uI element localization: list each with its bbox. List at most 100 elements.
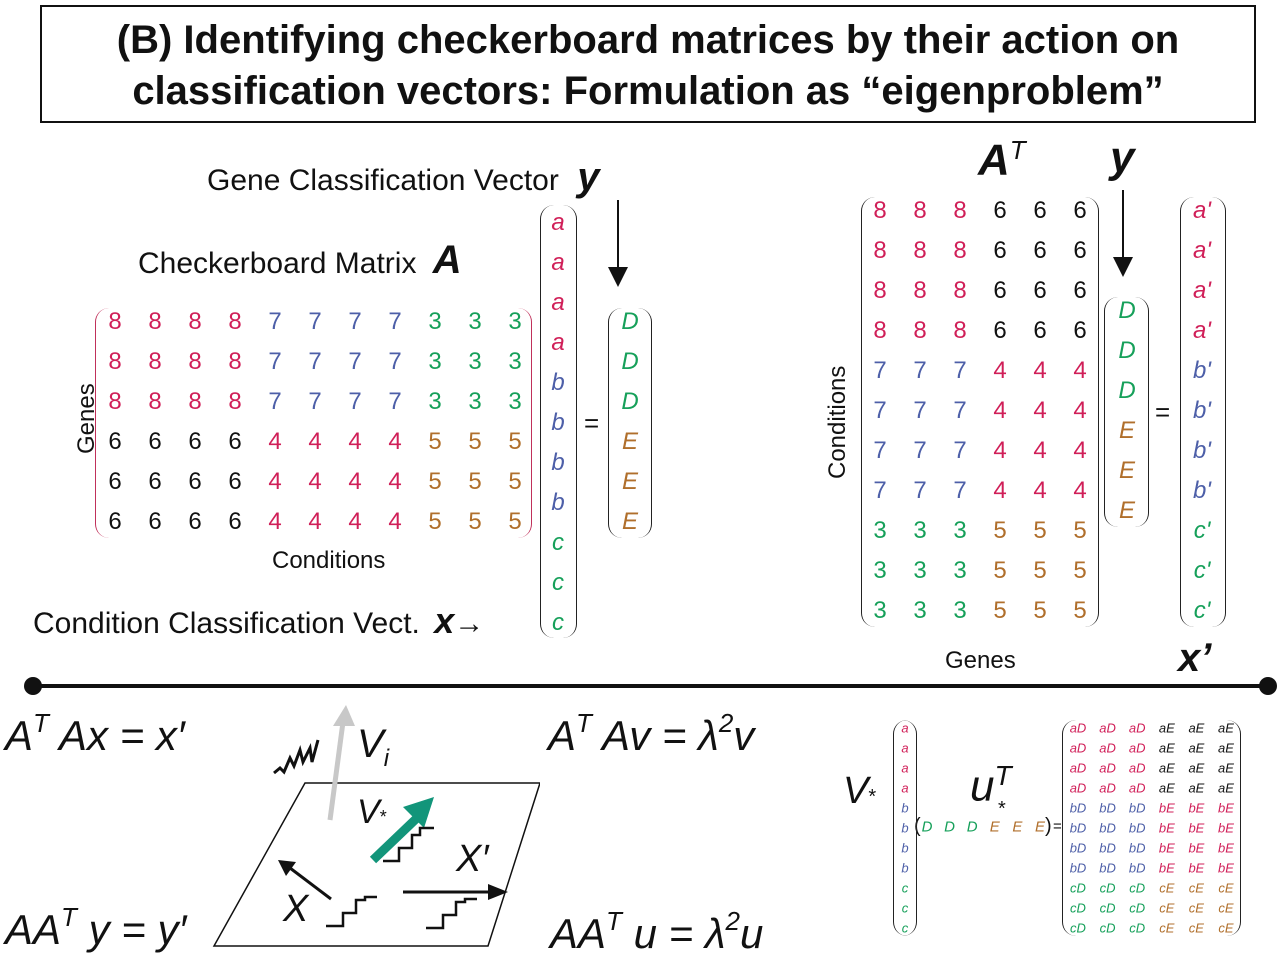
eq4-sup: T: [606, 906, 622, 936]
matrix-at-cell: 8: [953, 197, 967, 224]
matrix-a-cell: 6: [108, 508, 122, 535]
vector-xprime-cell: c': [1193, 557, 1211, 584]
vector-y-cell: D: [621, 348, 639, 375]
matrix-a-cell: 7: [348, 348, 362, 375]
equation-AATu: AAT u = λ2u: [550, 906, 763, 958]
matrix-at-bracket-left: [861, 197, 875, 627]
equals-sign: =: [584, 408, 600, 438]
outer-matrix-cell: bE: [1218, 800, 1234, 816]
matrix-at-cell: 7: [873, 477, 887, 504]
vector-xprime-cell: a': [1193, 197, 1211, 224]
matrix-a-cell: 8: [108, 308, 122, 335]
eq3-sup: T: [576, 708, 592, 738]
vector-y-bracket-right: [638, 308, 652, 538]
outer-matrix-cell: aE: [1158, 720, 1175, 736]
vector-x-bracket-right: [563, 205, 577, 638]
eq4-sup2: 2: [725, 906, 740, 936]
matrix-at-cell: 8: [913, 277, 927, 304]
matrix-a-cell: 3: [428, 388, 442, 415]
outer-v-cell: b: [901, 800, 909, 816]
matrix-a-cell: 6: [228, 508, 242, 535]
matrix-a-cell: 3: [468, 348, 482, 375]
matrix-at-cell: 5: [1073, 517, 1087, 544]
outer-matrix-cell: bD: [1128, 840, 1146, 856]
outer-matrix-cell: cD: [1129, 880, 1146, 896]
outer-u-cell: D: [944, 818, 956, 836]
matrix-at-cell: 8: [873, 317, 887, 344]
matrix-at-cell: 3: [913, 597, 927, 624]
matrix-at-cell: 7: [873, 397, 887, 424]
outer-matrix-cell: bE: [1188, 800, 1205, 816]
vector-xprime-cell: b': [1193, 357, 1211, 384]
outer-v-cell: b: [901, 840, 909, 856]
vector-y-right-cell: E: [1118, 497, 1136, 524]
vector-x-cell: a: [551, 329, 565, 356]
outer-matrix-cell: cE: [1188, 900, 1204, 916]
matrix-at-cell: 4: [1033, 477, 1047, 504]
plane: [212, 782, 540, 947]
vector-x-cell: b: [551, 489, 565, 516]
title-line-2: classification vectors: Formulation as “…: [132, 69, 1164, 113]
vector-x-cell: a: [551, 249, 565, 276]
matrix-a-cell: 7: [348, 388, 362, 415]
matrix-at-cell: 3: [953, 597, 967, 624]
matrix-a-cell: 8: [188, 388, 202, 415]
outer-matrix-cell: bE: [1188, 820, 1205, 836]
vi-label: Vi: [357, 722, 389, 773]
outer-matrix-cell: bE: [1218, 860, 1234, 876]
matrix-at-cell: 5: [993, 517, 1007, 544]
outer-matrix-cell: aD: [1099, 740, 1116, 756]
matrix-a-cell: 4: [268, 428, 282, 455]
outer-matrix-cell: bD: [1069, 860, 1087, 876]
eq2-a: AA: [5, 906, 62, 953]
gene-vector-text: Gene Classification Vector: [207, 164, 559, 197]
matrix-a-cell: 7: [388, 308, 402, 335]
vector-xprime-cell: b': [1193, 477, 1211, 504]
ustar-sup: T: [994, 760, 1012, 791]
matrix-at-cell: 7: [873, 357, 887, 384]
vector-xprime-bracket-right: [1212, 197, 1226, 627]
matrix-at-cell: 5: [1073, 557, 1087, 584]
vstar-v: V: [357, 793, 380, 831]
matrix-a-cell: 8: [108, 388, 122, 415]
outer-matrix-bracket-left: [1062, 720, 1076, 936]
step-pattern-icon-vstar: [383, 826, 434, 863]
vector-y-cell: E: [621, 468, 639, 495]
outer-matrix-cell: bD: [1069, 800, 1087, 816]
conditions-axis-label: Conditions: [272, 547, 386, 574]
divider-line: [24, 677, 1277, 695]
outer-equals: =: [1053, 818, 1062, 835]
vector-xprime-cell: a': [1193, 317, 1211, 344]
matrix-at-cell: 4: [1033, 397, 1047, 424]
matrix-at-cell: 7: [873, 437, 887, 464]
matrix-a-cell: 6: [148, 508, 162, 535]
matrix-at-cell: 8: [953, 237, 967, 264]
outer-u-cell: D: [966, 818, 978, 836]
matrix-a-cell: 5: [508, 468, 522, 495]
right-arrow-icon: →: [454, 607, 485, 640]
matrix-at-cell: 5: [1073, 597, 1087, 624]
matrix-a-cell: 6: [188, 508, 202, 535]
matrix-a-cell: 6: [148, 468, 162, 495]
down-arrow-icon-right: [1113, 190, 1133, 277]
vector-y-right-cell: D: [1118, 337, 1136, 364]
matrix-a-cell: 4: [308, 508, 322, 535]
outer-matrix-cell: aD: [1128, 760, 1146, 776]
matrix-at-cell: 7: [953, 397, 967, 424]
matrix-at-cell: 7: [953, 437, 967, 464]
matrix-a-cell: 8: [228, 348, 242, 375]
matrix-at-cell: 8: [873, 237, 887, 264]
vi-v: V: [357, 722, 384, 766]
matrix-a-cell: 4: [308, 468, 322, 495]
matrix-a-cell: 5: [428, 468, 442, 495]
outer-u-cell: E: [989, 818, 1000, 836]
gray-arrow-icon: [327, 705, 355, 821]
matrix-a-cell: 6: [228, 468, 242, 495]
matrix-at-cell: 8: [913, 197, 927, 224]
outer-matrix-cell: bE: [1188, 840, 1205, 856]
vector-x-cell: a: [551, 209, 565, 236]
matrix-at-cell: 5: [993, 597, 1007, 624]
x-label: X: [283, 888, 309, 930]
matrix-a-cell: 7: [348, 308, 362, 335]
